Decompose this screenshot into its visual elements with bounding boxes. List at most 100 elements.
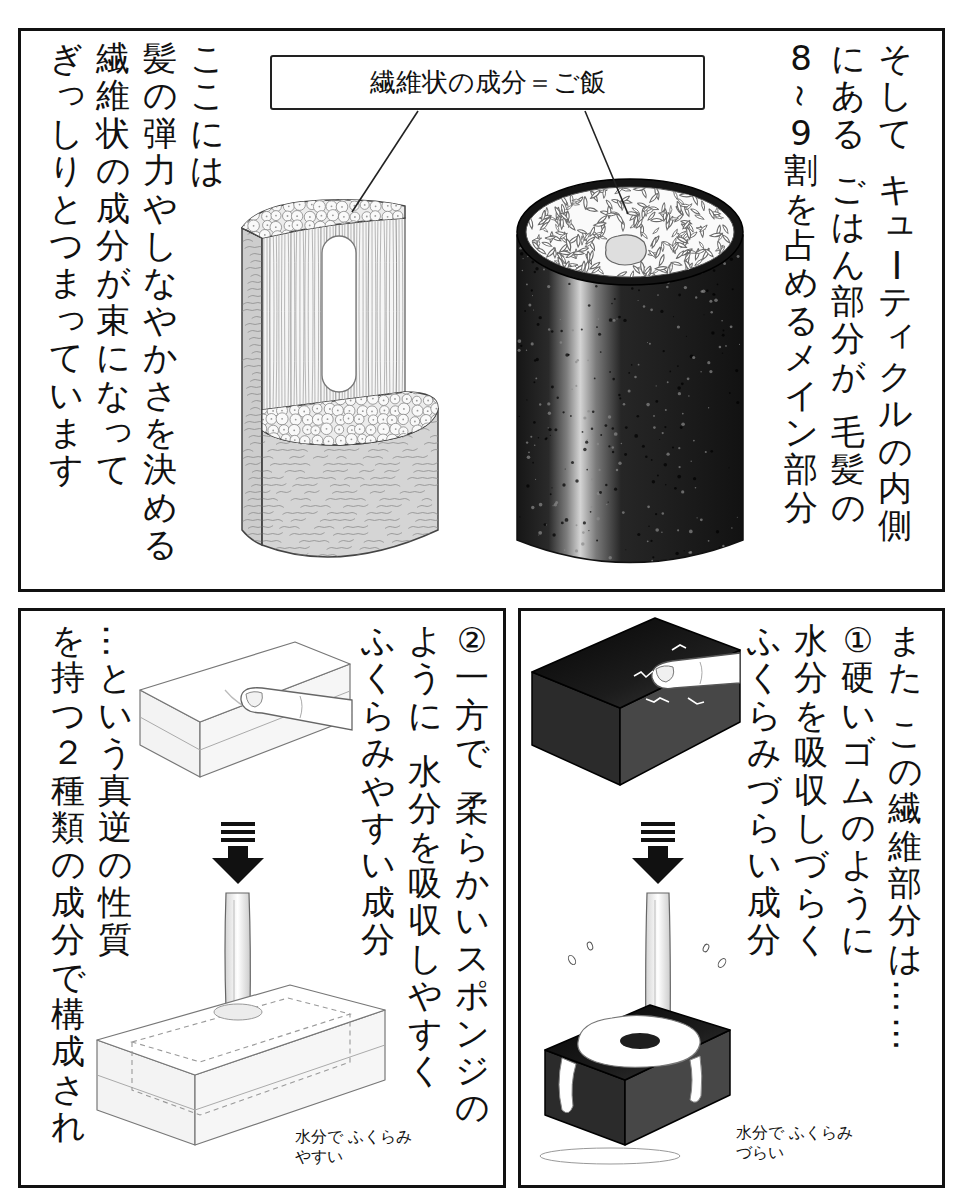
fiber-line: [396, 214, 398, 412]
nori-speck: [723, 330, 725, 332]
cell-wall: [252, 192, 261, 201]
cuticle-wave: [384, 568, 399, 571]
cell: [302, 415, 313, 426]
rice-grain: [649, 206, 659, 210]
cuticle-wave: [382, 225, 397, 228]
glyph: ら: [747, 697, 781, 734]
cell-dot: [295, 399, 297, 401]
text-column: …という真逆の性質: [98, 622, 132, 959]
cell: [269, 394, 279, 404]
rice-grain: [695, 248, 705, 254]
nori-speck: [675, 552, 679, 556]
cell-dot: [253, 225, 255, 227]
cell-wall: [355, 384, 366, 395]
nori-speck: [667, 381, 669, 383]
fiber-line: [299, 214, 300, 412]
glyph: ふ: [361, 622, 395, 659]
nori-speck: [662, 432, 664, 434]
nori-speck: [575, 568, 577, 570]
cell-dot: [319, 236, 321, 238]
cuticle-wave: [270, 464, 310, 466]
cell: [370, 201, 381, 212]
fiber-line: [281, 214, 283, 412]
nori-speck: [717, 284, 719, 286]
fiber-line: [276, 214, 278, 412]
cell-wall: [306, 190, 317, 201]
cuticle-wave: [327, 547, 352, 550]
cuticle-wave: [369, 317, 389, 319]
nori-speck: [544, 523, 547, 526]
cell: [316, 211, 326, 221]
cuticle-wave: [414, 470, 449, 473]
cell: [314, 384, 323, 393]
cuticle-wave: [386, 555, 396, 557]
cuticle-wave: [313, 414, 338, 417]
cell: [370, 211, 380, 221]
cell: [401, 384, 412, 395]
cell-dot: [284, 400, 286, 402]
glyph: い: [98, 697, 132, 734]
nori-speck: [687, 377, 690, 380]
nori-speck: [555, 501, 558, 504]
nori-speck: [659, 439, 660, 440]
nori-speck: [548, 428, 551, 431]
nori-speck: [548, 328, 550, 330]
nori-speck: [548, 427, 549, 428]
glyph: 束: [96, 302, 130, 339]
cuticle-wave: [430, 435, 455, 438]
nori-speck: [518, 339, 522, 343]
cell-wall: [269, 394, 279, 404]
rice-grain: [655, 266, 667, 271]
cuticle-wave: [292, 421, 317, 424]
glyph: ２: [51, 734, 85, 771]
cuticle-wave: [248, 533, 283, 536]
rice-grain: [584, 240, 593, 248]
glyph: づ: [794, 846, 828, 883]
cell: [343, 413, 354, 424]
cell-dot: [365, 236, 367, 238]
cell-dot: [383, 388, 385, 390]
cuticle-wave: [431, 450, 451, 452]
cell-dot: [273, 438, 275, 440]
rice-grain: [676, 201, 682, 213]
glyph: ～: [782, 79, 819, 113]
cuticle-wave: [422, 247, 432, 249]
glyph: こ: [190, 77, 224, 114]
nori-speck: [736, 401, 739, 404]
vertical-text: ここには 髪の弾力やしなやかさを決める 繊維状の成分が束になって ぎっしりとつま…: [49, 40, 224, 563]
cuticle-wave: [375, 281, 400, 284]
cuticle-wave: [285, 380, 305, 382]
cell: [368, 415, 378, 425]
cell-dot: [295, 419, 297, 421]
cuticle-wave: [378, 345, 418, 347]
cuticle-wave: [394, 296, 414, 298]
cell-dot: [296, 215, 298, 217]
cell: [266, 414, 277, 425]
cell-dot: [370, 429, 372, 431]
cuticle-wave: [324, 464, 364, 466]
rice-grain: [690, 207, 701, 215]
cuticle-wave: [296, 428, 321, 431]
cell: [336, 201, 348, 213]
nori-speck: [702, 289, 706, 293]
rice-grain: [717, 241, 722, 252]
cuticle-wave: [410, 554, 435, 557]
rice-grain: [603, 188, 606, 198]
rice-grain: [637, 202, 648, 208]
nori-speck: [663, 350, 665, 352]
cuticle-wave: [285, 471, 305, 473]
cell-dot: [307, 399, 309, 401]
rice-grain: [631, 207, 640, 215]
cuticle-wave: [363, 457, 383, 459]
rice-texture: [528, 186, 731, 280]
cell-dot: [358, 418, 360, 420]
cuticle-wave: [400, 491, 425, 494]
glyph: 部: [888, 865, 922, 902]
glyph: う: [98, 734, 132, 771]
cell-dot: [287, 215, 289, 217]
cell: [315, 232, 326, 243]
cuticle-wave: [418, 575, 443, 578]
rubber-block-wet: [540, 941, 730, 1164]
cell: [338, 211, 349, 222]
cell-dot: [397, 197, 399, 199]
